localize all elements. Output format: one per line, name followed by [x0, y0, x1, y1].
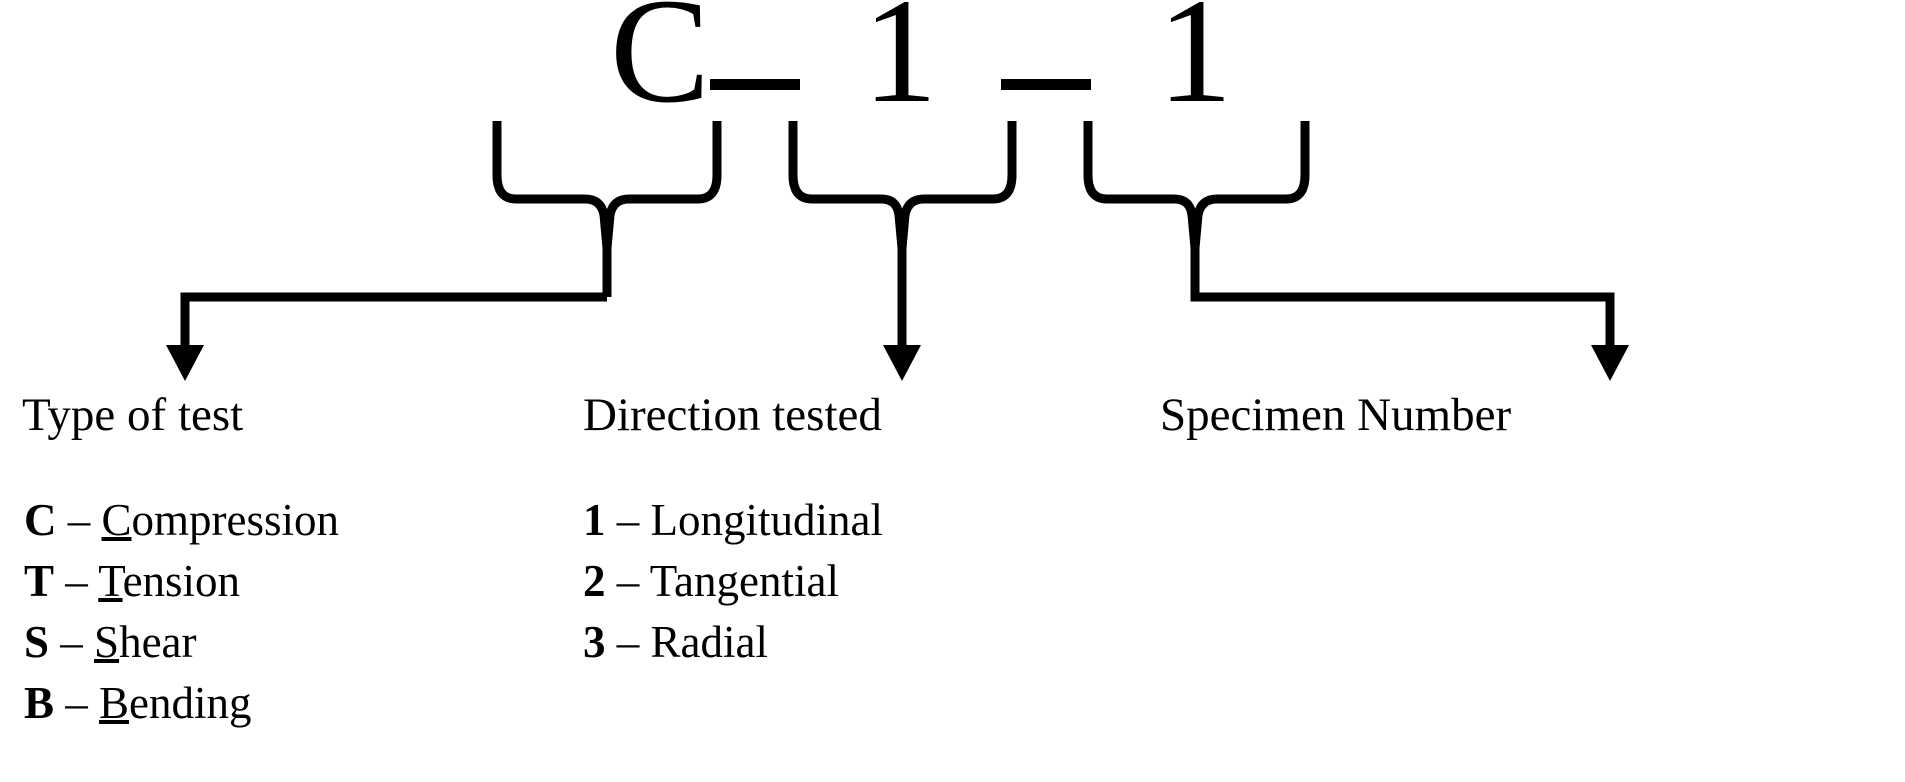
code-separator-dash-1: [710, 79, 800, 90]
legend-word-rest: Longitudinal: [650, 495, 883, 545]
legend-type-of-test: C – Compression T – Tension S – Shear B …: [24, 490, 339, 734]
legend-key: 2: [583, 556, 606, 606]
specimen-code-line: C 1 1: [0, 0, 1905, 130]
legend-item: T – Tension: [24, 551, 339, 612]
column-heading-specimen-number: Specimen Number: [1160, 389, 1512, 441]
arrow-to-specimen-number: [1190, 240, 1629, 381]
legend-item: 2 – Tangential: [583, 551, 883, 612]
legend-word-rest: Tangential: [649, 556, 839, 606]
legend-word-rest: ension: [122, 556, 241, 606]
code-char-specimen: 1: [1157, 0, 1233, 134]
legend-key: B: [24, 678, 55, 728]
legend-word: Tension: [98, 556, 240, 606]
legend-item: C – Compression: [24, 490, 339, 551]
legend-word-rest: Radial: [650, 617, 768, 667]
legend-word: Radial: [651, 617, 768, 667]
legend-word: Longitudinal: [651, 495, 883, 545]
legend-dash: –: [67, 495, 91, 545]
legend-dash: –: [616, 556, 640, 606]
legend-item: 3 – Radial: [583, 612, 883, 673]
legend-item: S – Shear: [24, 612, 339, 673]
arrow-to-type-of-test: [166, 292, 607, 381]
legend-dash: –: [60, 617, 83, 667]
legend-word: Bending: [99, 678, 252, 728]
code-char-type: C: [609, 0, 711, 134]
legend-word-rest: hear: [119, 617, 197, 667]
legend-word: Shear: [94, 617, 196, 667]
legend-dash: –: [65, 556, 88, 606]
legend-key: S: [24, 617, 50, 667]
arrow-to-direction-tested: [883, 240, 921, 381]
legend-dash: –: [616, 495, 640, 545]
legend-word-initial: T: [98, 556, 123, 606]
legend-key: T: [24, 556, 55, 606]
legend-item: 1 – Longitudinal: [583, 490, 883, 551]
legend-key: C: [24, 495, 57, 545]
legend-dash: –: [65, 678, 88, 728]
legend-dash: –: [616, 617, 640, 667]
code-char-direction: 1: [862, 0, 938, 134]
legend-word-initial: B: [99, 678, 130, 728]
legend-word-rest: ompression: [131, 495, 340, 545]
code-separator-dash-2: [1001, 79, 1091, 90]
column-heading-type-of-test: Type of test: [22, 389, 244, 441]
underbrace-type-of-test: [492, 121, 722, 297]
legend-item: B – Bending: [24, 673, 339, 734]
legend-word-initial: C: [101, 495, 132, 545]
legend-word: Compression: [102, 495, 340, 545]
legend-word-rest: ending: [129, 678, 252, 728]
legend-word-initial: S: [94, 617, 120, 667]
column-heading-direction-tested: Direction tested: [583, 389, 882, 441]
legend-word: Tangential: [650, 556, 839, 606]
legend-direction-tested: 1 – Longitudinal 2 – Tangential 3 – Radi…: [583, 490, 883, 673]
legend-key: 3: [583, 617, 606, 667]
legend-key: 1: [583, 495, 606, 545]
